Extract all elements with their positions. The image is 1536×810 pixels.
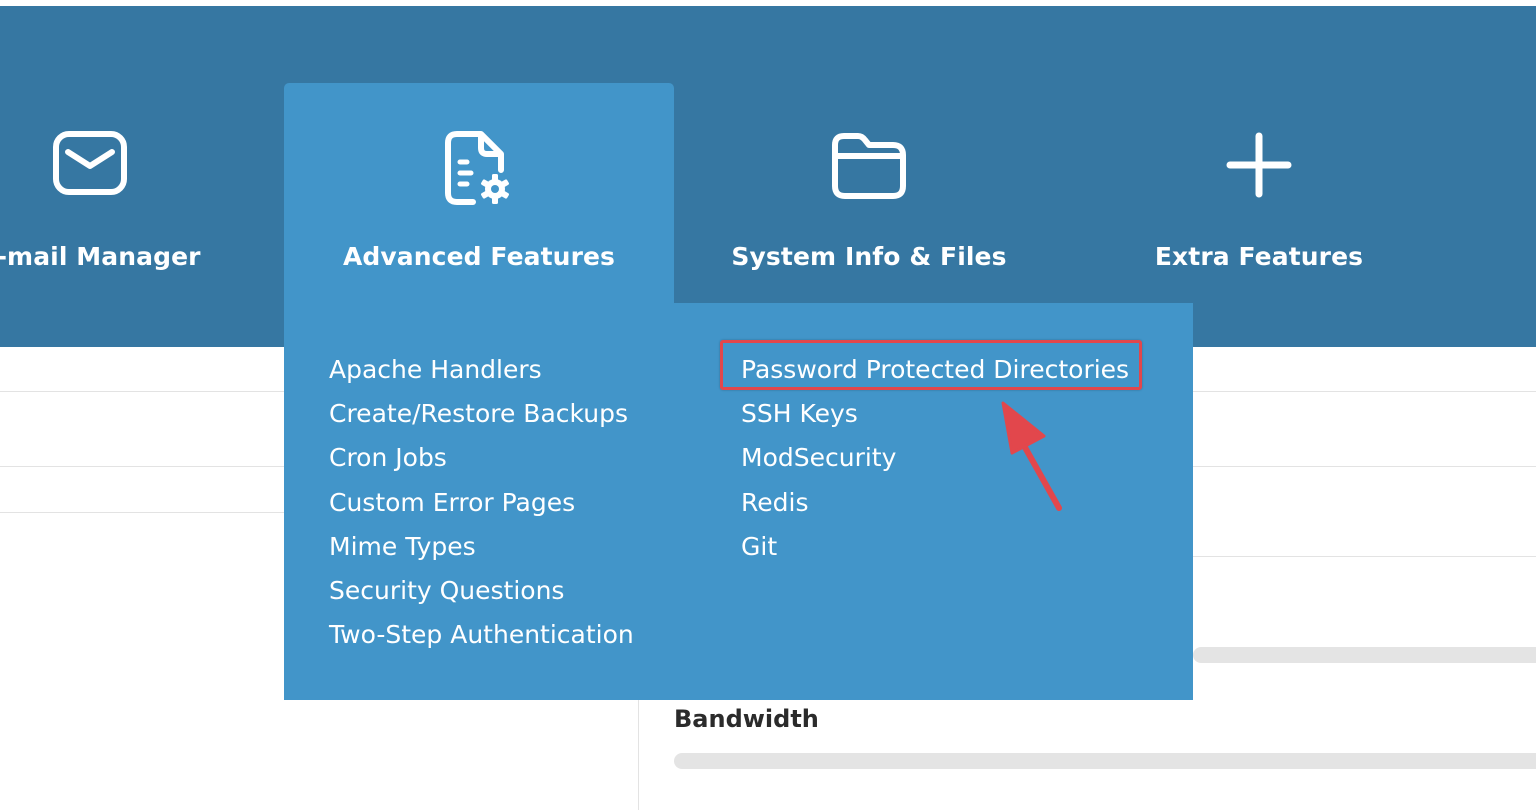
- menu-item-git[interactable]: Git: [741, 531, 778, 561]
- row-divider: [0, 466, 284, 467]
- nav-label-advanced-features: Advanced Features: [342, 242, 616, 271]
- menu-item-cron-jobs[interactable]: Cron Jobs: [329, 443, 447, 473]
- menu-item-ssh-keys[interactable]: SSH Keys: [741, 399, 858, 429]
- bandwidth-label: Bandwidth: [674, 705, 819, 733]
- menu-item-custom-error-pages[interactable]: Custom Error Pages: [329, 487, 576, 517]
- menu-item-create-restore-backups[interactable]: Create/Restore Backups: [329, 399, 628, 429]
- row-divider: [1193, 391, 1536, 392]
- nav-label-system-info-files: System Info & Files: [731, 242, 1007, 271]
- row-divider: [1193, 466, 1536, 467]
- nav-extra-features[interactable]: Extra Features: [1109, 6, 1409, 347]
- nav-label-extra-features: Extra Features: [1154, 242, 1364, 271]
- document-gear-icon: [284, 130, 674, 210]
- envelope-icon: [0, 130, 240, 196]
- column-divider: [638, 700, 639, 810]
- nav-email-manager[interactable]: E-mail Manager: [0, 6, 240, 347]
- menu-item-apache-handlers[interactable]: Apache Handlers: [329, 355, 542, 384]
- row-divider: [0, 512, 284, 513]
- dropdown-left-column: Apache Handlers Create/Restore Backups C…: [329, 350, 709, 659]
- bandwidth-progress-bar: [674, 753, 1536, 769]
- menu-item-password-protected-directories[interactable]: Password Protected Directories: [741, 355, 1130, 384]
- dropdown-right-column: Password Protected Directories SSH Keys …: [741, 350, 1161, 571]
- menu-item-redis[interactable]: Redis: [741, 487, 809, 517]
- nav-system-info-files[interactable]: System Info & Files: [719, 6, 1019, 347]
- pointer-arrow-icon: [990, 395, 1080, 529]
- usage-progress-bar: [1193, 647, 1536, 663]
- folder-icon: [719, 130, 1019, 200]
- top-strip: [0, 0, 1536, 6]
- advanced-features-dropdown: Apache Handlers Create/Restore Backups C…: [284, 303, 1193, 700]
- nav-label-email-manager: E-mail Manager: [0, 242, 201, 271]
- menu-item-two-step-authentication[interactable]: Two-Step Authentication: [329, 620, 634, 650]
- menu-item-mime-types[interactable]: Mime Types: [329, 531, 476, 561]
- menu-item-modsecurity[interactable]: ModSecurity: [741, 443, 897, 473]
- highlight-box: [720, 340, 1142, 390]
- row-divider: [1193, 556, 1536, 557]
- row-divider: [0, 391, 284, 392]
- plus-icon: [1109, 130, 1409, 200]
- menu-item-security-questions[interactable]: Security Questions: [329, 575, 565, 605]
- main-nav-bar: E-mail Manager System Info & Files Extra…: [0, 6, 1536, 347]
